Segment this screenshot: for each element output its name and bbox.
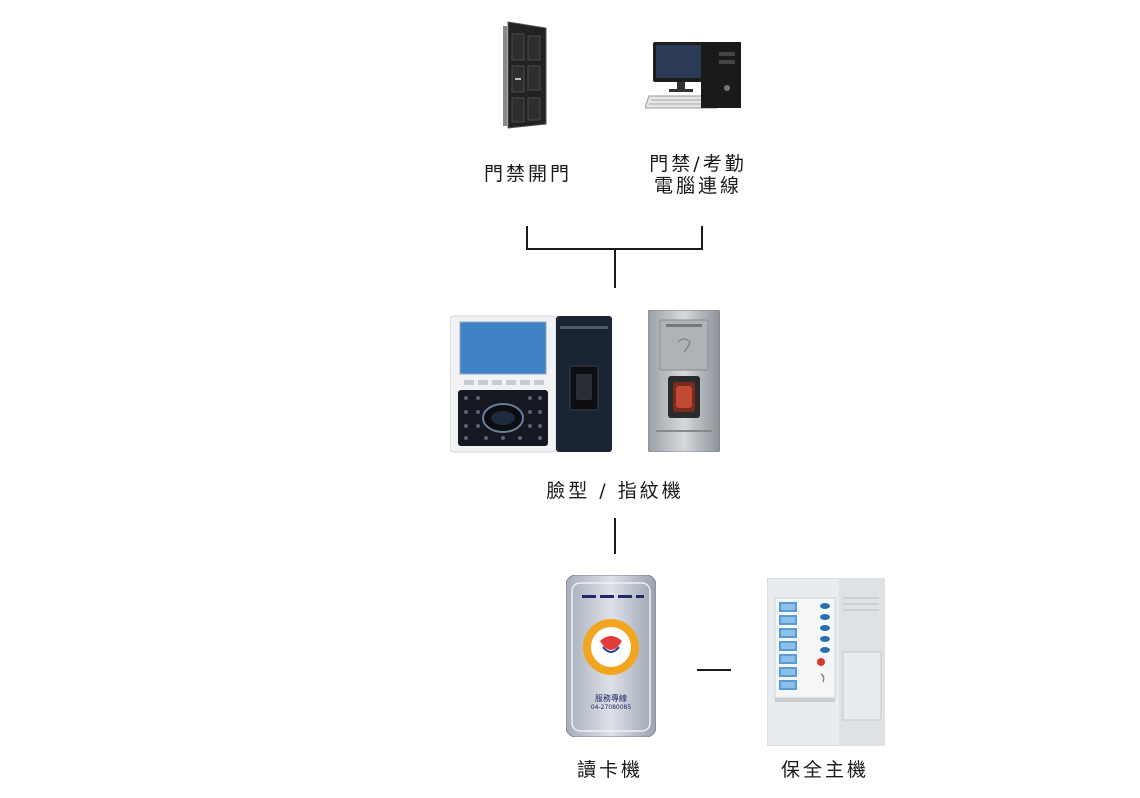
computer-label-line2: 電腦連線 xyxy=(653,175,742,197)
face-fingerprint-label: 臉型 / 指紋機 xyxy=(546,480,684,502)
fingerprint-device xyxy=(647,309,721,453)
face-scanner-icon xyxy=(449,315,612,453)
computer-label-line1: 門禁/考勤 xyxy=(649,153,747,175)
connector-horizontal xyxy=(526,248,703,250)
security-host-label: 保全主機 xyxy=(780,759,869,781)
connector-to-devices xyxy=(614,250,616,288)
connector-to-reader xyxy=(614,518,616,554)
door-icon xyxy=(503,21,547,129)
reader-service-phone: 04-27080085 xyxy=(590,704,632,711)
security-host-device xyxy=(766,577,886,747)
card-reader-label: 讀卡機 xyxy=(576,759,643,781)
door-label: 門禁開門 xyxy=(483,163,572,185)
face-recognition-device xyxy=(449,314,614,454)
computer-image xyxy=(644,38,747,113)
security-panel-icon xyxy=(766,577,886,747)
card-reader-icon xyxy=(565,574,657,738)
connector-computer-down xyxy=(701,226,703,250)
fingerprint-reader-icon xyxy=(647,309,721,453)
connector-door-down xyxy=(526,226,528,250)
door-image xyxy=(498,20,553,130)
reader-service-title: 服務專線 xyxy=(595,694,627,703)
card-reader-device: 服務專線 04-27080085 xyxy=(565,574,657,738)
connector-reader-host xyxy=(697,669,731,671)
desktop-computer-icon xyxy=(644,42,741,109)
